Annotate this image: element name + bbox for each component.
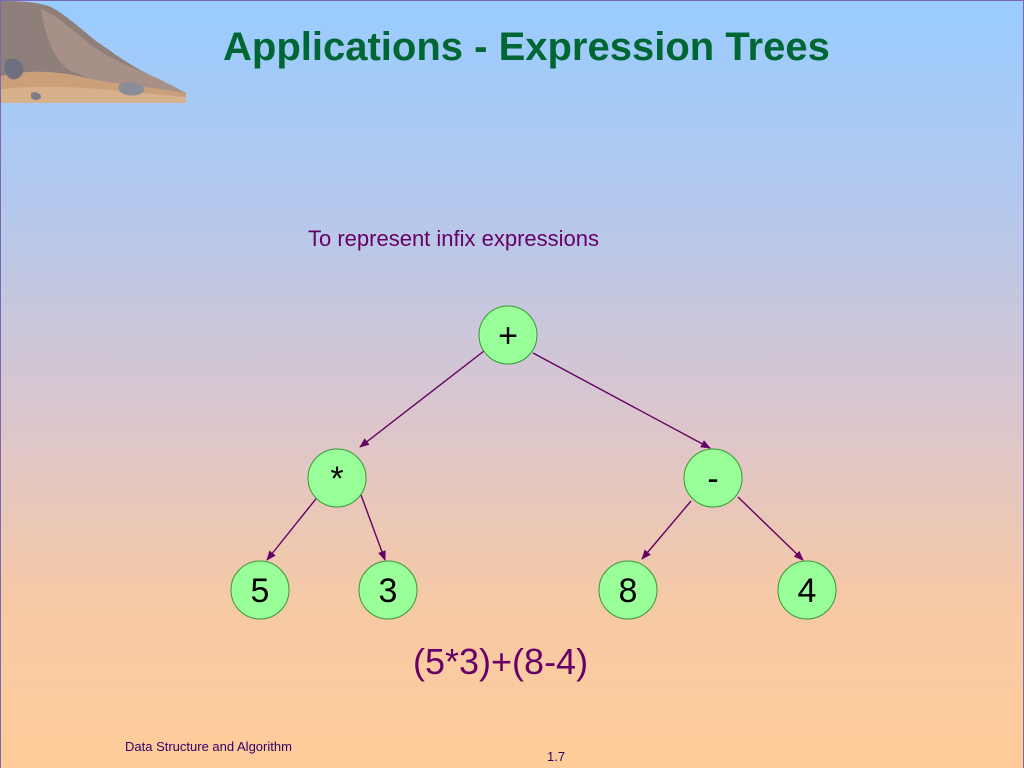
tree-node-mul: * xyxy=(307,448,367,508)
tree-node-label: 8 xyxy=(619,572,638,610)
tree-node-label: + xyxy=(498,317,518,355)
edge-mul-n3 xyxy=(360,494,386,561)
mountain-landscape-image xyxy=(1,1,186,103)
edge-mul-n5 xyxy=(266,494,320,561)
footer-course-name: Data Structure and Algorithm xyxy=(125,739,292,754)
infix-expression: (5*3)+(8-4) xyxy=(413,641,589,682)
tree-node-label: - xyxy=(707,460,718,498)
tree-node-label: 5 xyxy=(251,572,270,610)
edge-sub-n8 xyxy=(641,500,692,560)
tree-node-n5: 5 xyxy=(230,560,290,620)
edge-root-sub xyxy=(532,352,711,449)
edge-sub-n4 xyxy=(737,496,804,561)
footer-slide-number: 1.7 xyxy=(547,749,566,764)
tree-node-sub: - xyxy=(683,448,743,508)
tree-node-label: 3 xyxy=(379,572,398,610)
tree-node-n3: 3 xyxy=(358,560,418,620)
tree-node-root: + xyxy=(478,305,538,365)
slide-subtitle: To represent infix expressions xyxy=(308,226,600,251)
slide-title: Applications - Expression Trees xyxy=(223,25,830,69)
edge-root-mul xyxy=(359,350,485,448)
tree-node-n4: 4 xyxy=(777,560,837,620)
tree-node-n8: 8 xyxy=(598,560,658,620)
tree-node-label: 4 xyxy=(798,572,817,610)
tree-node-label: * xyxy=(330,460,343,498)
